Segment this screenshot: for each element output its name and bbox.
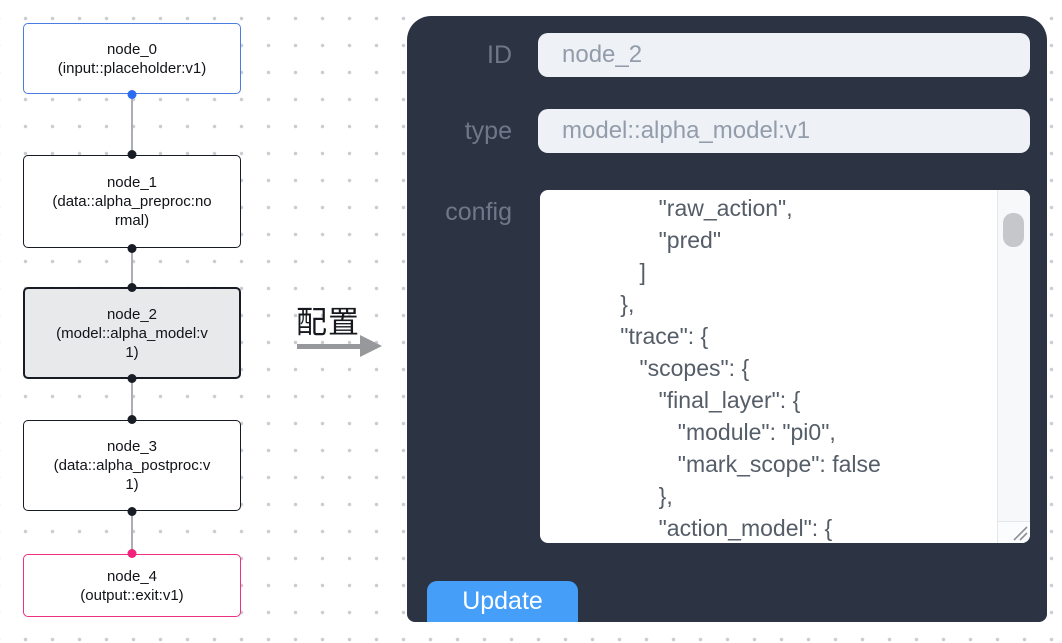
- config-field-label: config: [445, 198, 512, 226]
- edge-connector: [131, 379, 133, 420]
- edge-connector: [131, 94, 133, 155]
- input-port[interactable]: [127, 150, 137, 159]
- input-port[interactable]: [127, 549, 137, 558]
- node-node_0[interactable]: node_0 (input::placeholder:v1): [23, 23, 241, 99]
- edge-connector: [131, 511, 133, 554]
- node-id-text: node_0: [106, 40, 158, 58]
- scrollbar-thumb[interactable]: [1003, 213, 1024, 247]
- node-id-text: node_4: [106, 567, 158, 585]
- node-node_3[interactable]: node_3 (data::alpha_postproc:v1): [23, 415, 241, 516]
- arrow-right-icon: [297, 335, 385, 357]
- node-id-text: node_3: [106, 438, 158, 455]
- type-field-input[interactable]: [538, 109, 1030, 153]
- config-panel: ID type config "raw_action", "pred" ] },…: [407, 16, 1047, 622]
- input-port[interactable]: [127, 415, 137, 424]
- output-port[interactable]: [127, 90, 137, 99]
- edge-connector: [131, 248, 133, 287]
- node-id-text: node_2: [106, 305, 158, 323]
- node-type-text: (model::alpha_model:v1): [56, 324, 208, 361]
- node-node_4[interactable]: node_4 (output::exit:v1): [23, 549, 241, 617]
- output-port[interactable]: [127, 374, 137, 383]
- output-port[interactable]: [127, 507, 137, 516]
- config-json-text: "raw_action", "pred" ] }, "trace": { "sc…: [620, 195, 881, 541]
- resize-handle-icon[interactable]: [1012, 525, 1028, 541]
- id-field-label: ID: [487, 40, 512, 69]
- node-type-text: (output::exit:v1): [80, 586, 184, 604]
- transition-label: 配置: [296, 305, 360, 340]
- scrollbar-track[interactable]: [997, 190, 1030, 521]
- config-textarea[interactable]: "raw_action", "pred" ] }, "trace": { "sc…: [540, 190, 1030, 543]
- node-node_2[interactable]: node_2 (model::alpha_model:v1): [23, 283, 241, 383]
- node-node_1[interactable]: node_1 (data::alpha_preproc:normal): [23, 150, 241, 253]
- node-type-text: (data::alpha_postproc:v1): [53, 457, 211, 493]
- update-button[interactable]: Update: [427, 581, 578, 622]
- node-type-text: (data::alpha_preproc:normal): [52, 193, 212, 229]
- input-port[interactable]: [127, 283, 137, 292]
- type-field-label: type: [464, 116, 512, 145]
- node-type-text: (input::placeholder:v1): [57, 59, 207, 77]
- node-id-text: node_1: [106, 174, 158, 191]
- output-port[interactable]: [127, 244, 137, 253]
- scrollbar-corner: [997, 521, 1030, 543]
- id-field-input[interactable]: [538, 33, 1030, 77]
